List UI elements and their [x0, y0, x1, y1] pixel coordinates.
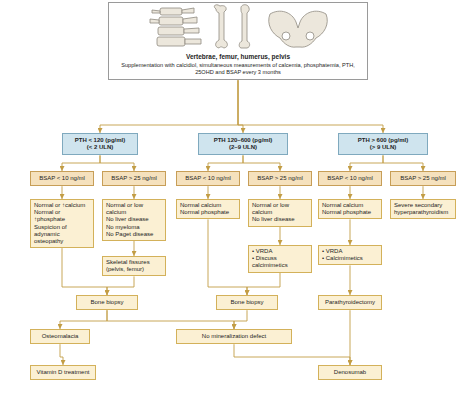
finding-box: Normal or low calciumNo liver disease [248, 199, 312, 227]
finding-box: Normal or ↑calciumNormal or ↑phosphateSu… [30, 199, 94, 248]
connector [350, 310, 351, 365]
connector [62, 248, 107, 295]
node-text: Bone biopsy [220, 299, 274, 306]
connector [234, 344, 350, 365]
finding-box: Normal or low calciumNo liver diseaseNo … [102, 199, 166, 241]
node-text: (2–9 ULN) [202, 144, 284, 151]
finding-box: Skeletal fissures (pelvis, femur) [102, 256, 166, 276]
humerus-drawing [239, 5, 249, 48]
connector [208, 155, 243, 171]
node-text: No liver disease [106, 216, 162, 223]
node-text: Parathyroidectomy [322, 299, 378, 306]
bsap-box: BSAP > 25 ng/ml [248, 171, 312, 186]
node-text: Normal or ↑calcium [34, 202, 90, 209]
finding-box: Severe secondary hyperparathyroidism [390, 199, 456, 219]
connector [208, 186, 209, 199]
result-box: Osteomalacia [30, 329, 90, 344]
connector [60, 310, 107, 329]
connector [134, 186, 135, 199]
treatment-box: Vitamin D treatment [30, 365, 96, 380]
node-text: No liver disease [252, 216, 308, 223]
node-text: Supplementation with calcidiol, simultan… [115, 62, 361, 75]
node-text: Normal or ↑phosphate [34, 209, 90, 223]
treatment-box: • VRDA• Discuss calcimimetics [248, 245, 312, 273]
procedure-box: Bone biopsy [216, 295, 278, 310]
connector [350, 155, 383, 171]
node-text: Normal phosphate [322, 209, 378, 216]
node-text: PTH 120–600 (pg/ml) [202, 137, 284, 144]
pth-range-box: PTH 120–600 (pg/ml)(2–9 ULN) [198, 133, 288, 155]
node-text: (< 2 ULN) [66, 144, 134, 151]
node-text: Normal or low calcium [252, 202, 308, 216]
connector [280, 186, 281, 199]
node-text: No mineralization defect [180, 333, 288, 340]
node-text: BSAP > 25 ng/ml [393, 175, 453, 182]
node-text: PTH > 600 (pg/ml) [342, 137, 424, 144]
node-text: Skeletal fissures (pelvis, femur) [106, 259, 162, 273]
connector [350, 265, 351, 295]
connector [100, 80, 238, 133]
node-text: Normal phosphate [180, 209, 236, 216]
bsap-box: BSAP > 25 ng/ml [390, 171, 456, 186]
pelvis-drawing [269, 11, 328, 47]
connector [238, 80, 383, 133]
node-text: BSAP > 25 ng/ml [105, 175, 163, 182]
connector [383, 155, 423, 171]
connector [423, 186, 424, 199]
node-text: Bone biopsy [80, 299, 134, 306]
node-text: • Discuss calcimimetics [252, 255, 308, 269]
femur-drawing [214, 5, 227, 48]
node-text: Denosumab [322, 369, 378, 376]
node-text: Normal calcium [322, 202, 378, 209]
connector [208, 219, 247, 295]
node-text: PTH < 120 (pg/ml) [66, 137, 134, 144]
header-box: Vertebrae, femur, humerus, pelvisSupplem… [108, 2, 368, 80]
node-text: Vitamin D treatment [34, 369, 92, 376]
treatment-box: Denosumab [318, 365, 382, 380]
connector [350, 219, 351, 245]
bsap-box: BSAP > 25 ng/ml [102, 171, 166, 186]
connector [243, 155, 280, 171]
node-text: BSAP < 10 ng/ml [179, 175, 237, 182]
node-text: Severe secondary hyperparathyroidism [394, 202, 452, 216]
treatment-box: • VRDA• Calcimimetics [318, 245, 382, 265]
procedure-box: Parathyroidectomy [318, 295, 382, 310]
node-text: No myeloma [106, 224, 162, 231]
finding-box: Normal calciumNormal phosphate [318, 199, 382, 219]
connector [107, 310, 234, 329]
connector [100, 155, 134, 171]
node-text: Vertebrae, femur, humerus, pelvis [115, 53, 361, 61]
result-box: No mineralization defect [176, 329, 292, 344]
node-text: BSAP < 10 ng/ml [321, 175, 379, 182]
connector [62, 186, 63, 199]
bsap-box: BSAP < 10 ng/ml [318, 171, 382, 186]
node-text: Suspicion of adynamic osteopathy [34, 224, 90, 246]
node-text: Normal calcium [180, 202, 236, 209]
bsap-box: BSAP < 10 ng/ml [176, 171, 240, 186]
connector [247, 273, 280, 295]
connector [134, 241, 135, 256]
procedure-box: Bone biopsy [76, 295, 138, 310]
connector [350, 186, 351, 199]
vertebrae-drawing [150, 8, 201, 46]
connector [107, 276, 134, 295]
node-text: • Calcimimetics [322, 255, 378, 262]
node-text: Osteomalacia [34, 333, 86, 340]
finding-box: Normal calciumNormal phosphate [176, 199, 240, 219]
connector [280, 227, 281, 245]
connector [62, 155, 100, 171]
connector [60, 344, 63, 365]
bsap-box: BSAP < 10 ng/ml [30, 171, 94, 186]
node-text: BSAP > 25 ng/ml [251, 175, 309, 182]
pth-range-box: PTH < 120 (pg/ml)(< 2 ULN) [62, 133, 138, 155]
pth-range-box: PTH > 600 (pg/ml)(> 9 ULN) [338, 133, 428, 155]
node-text: • VRDA [322, 248, 378, 255]
node-text: • VRDA [252, 248, 308, 255]
node-text: Normal or low calcium [106, 202, 162, 216]
node-text: (> 9 ULN) [342, 144, 424, 151]
node-text: BSAP < 10 ng/ml [33, 175, 91, 182]
connector [234, 310, 247, 329]
node-text: No Paget disease [106, 231, 162, 238]
